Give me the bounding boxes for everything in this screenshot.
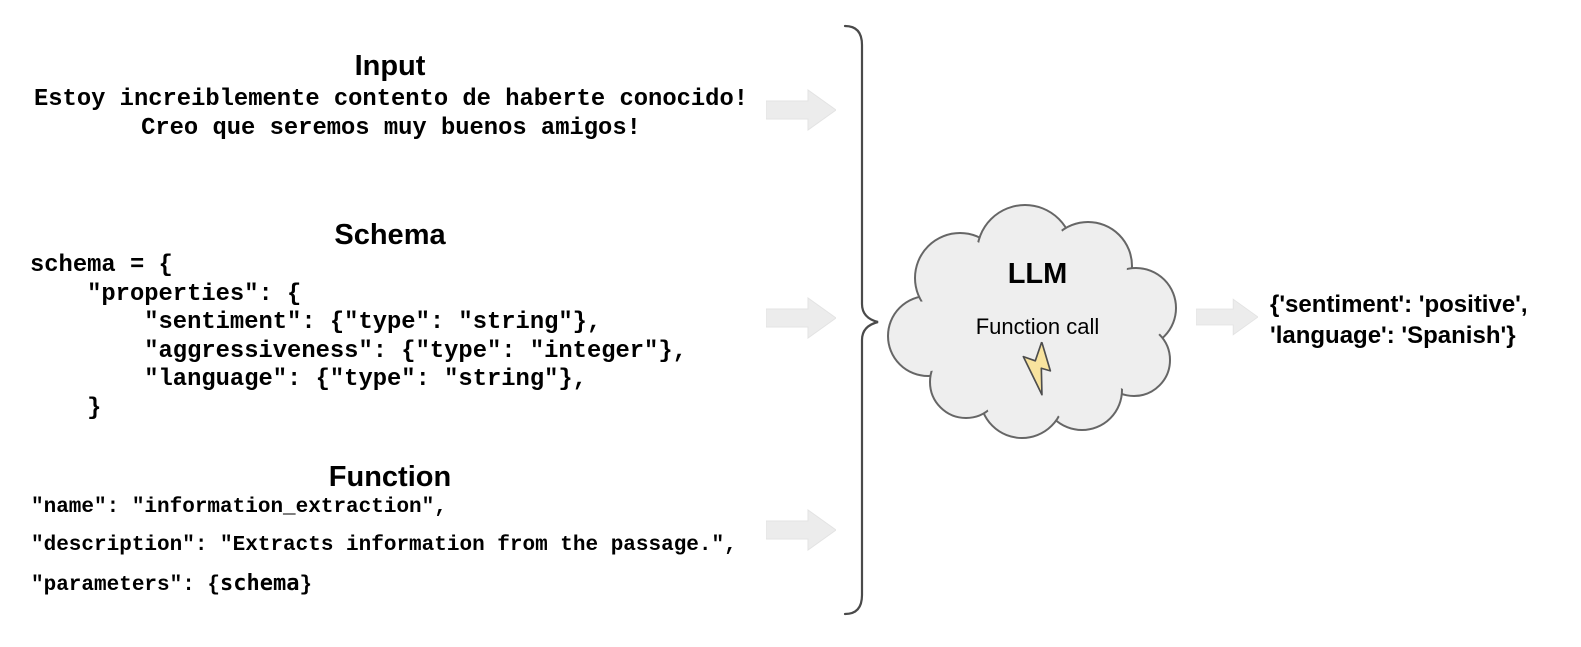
input-text: Estoy increiblemente contento de haberte… <box>33 86 749 142</box>
curly-brace <box>843 24 879 616</box>
llm-cloud <box>887 204 1177 439</box>
parameters-suffix: } <box>299 574 313 597</box>
function-section-title: Function <box>328 461 452 493</box>
output-line-1: {'sentiment': 'positive', <box>1270 291 1528 318</box>
output-line-2: 'language': 'Spanish'} <box>1270 322 1516 349</box>
right-arrow-icon <box>766 89 836 131</box>
schema-code: schema = { "properties": { "sentiment": … <box>30 252 687 422</box>
schema-section-title: Schema <box>334 219 446 251</box>
right-arrow-icon <box>1196 298 1258 336</box>
function-code-parameters-line: "parameters": {schema} <box>31 571 312 599</box>
lightning-bolt-icon <box>1022 341 1052 396</box>
parameters-prefix: "parameters": { <box>31 574 221 597</box>
function-code-name-line: "name": "information_extraction", <box>31 496 447 519</box>
schema-token: schema <box>220 571 300 596</box>
function-code-description-line: "description": "Extracts information fro… <box>31 534 737 557</box>
right-arrow-icon <box>766 509 836 551</box>
llm-title: LLM <box>1007 258 1068 290</box>
input-section-title: Input <box>354 50 426 82</box>
right-arrow-icon <box>766 297 836 339</box>
output-result: {'sentiment': 'positive', 'language': 'S… <box>1270 289 1528 351</box>
llm-subtitle: Function call <box>975 314 1100 339</box>
